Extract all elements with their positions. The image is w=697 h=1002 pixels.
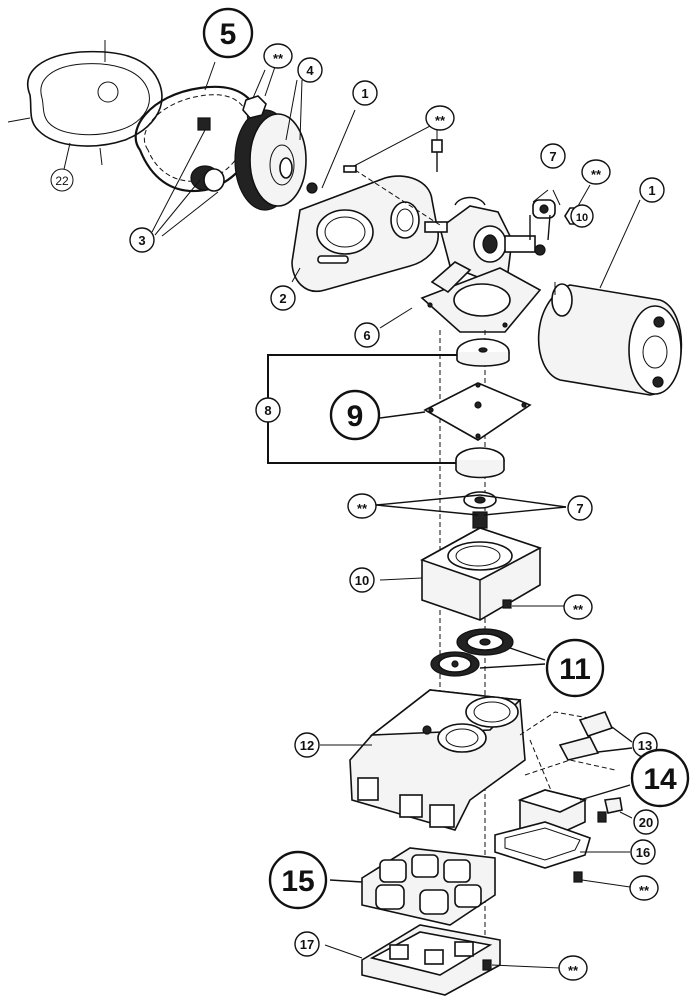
svg-text:7: 7 [576,501,583,516]
belt-cover-part-22 [7,40,163,179]
svg-text:1: 1 [361,86,368,101]
mounting-flange-part-6 [379,261,542,333]
callout-10-nut: 10 [570,204,594,228]
small-pulley-part-3 [151,117,225,237]
svg-text:12: 12 [300,738,314,753]
gasket-part-16 [494,821,630,883]
star-marker: ** [347,493,377,519]
svg-text:**: ** [435,113,446,128]
callout-2: 2 [270,285,296,311]
hose-fittings-part-13 [519,711,633,776]
callout-1-top: 1 [352,80,378,106]
gear-pulley-part-4 [234,69,307,211]
callout-6: 6 [354,322,380,348]
star-marker: ** [425,105,455,131]
svg-text:**: ** [591,167,602,182]
svg-text:22: 22 [55,174,69,188]
gear-head-housing [424,196,536,279]
svg-text:6: 6 [363,328,370,343]
valve-housing-part-10 [379,527,543,621]
callout-7-top: 7 [540,143,566,169]
svg-text:**: ** [639,883,650,898]
diaphragm-plate-part-9 [379,382,532,441]
callout-12: 12 [294,732,320,758]
star-marker: ** [263,43,293,69]
svg-text:16: 16 [636,845,650,860]
svg-text:8: 8 [264,403,271,418]
svg-text:11: 11 [559,653,591,686]
svg-text:10: 10 [355,573,369,588]
valve-discs-part-11 [430,628,546,677]
callout-3: 3 [129,227,155,253]
valve-block-part-15 [329,847,496,926]
housing-plate-part-2 [291,109,439,293]
svg-text:2: 2 [279,291,286,306]
callout-1-motor: 1 [639,177,665,203]
callout-9: 9 [329,389,381,441]
callout-5: 5 [202,7,254,59]
star-markers: ** ** ** ** ** ** ** [263,43,659,981]
star-marker: ** [558,955,588,981]
svg-text:17: 17 [300,937,314,952]
svg-text:13: 13 [638,738,652,753]
svg-text:20: 20 [639,815,653,830]
star-marker: ** [563,594,593,620]
callout-4: 4 [297,57,323,83]
callout-14: 14 [630,748,690,808]
callout-8: 8 [255,397,281,423]
callout-10: 10 [349,567,375,593]
svg-text:10: 10 [576,212,588,224]
svg-text:7: 7 [549,149,556,164]
svg-text:14: 14 [643,763,677,796]
svg-text:4: 4 [306,63,314,78]
svg-text:3: 3 [138,233,145,248]
valve-cover-part-14 [517,784,633,839]
callout-17: 17 [294,931,320,957]
base-plate-part-17 [324,924,501,996]
callout-20: 20 [633,809,659,835]
bolt-top [343,124,443,173]
svg-text:**: ** [568,963,579,978]
callout-22: 22 [50,168,74,192]
svg-text:15: 15 [281,865,314,898]
svg-text:5: 5 [220,18,237,51]
star-marker: ** [581,159,611,185]
svg-text:**: ** [357,501,368,516]
callout-11: 11 [545,638,605,698]
electric-motor-part-1 [537,199,683,396]
callout-15: 15 [268,850,328,910]
callout-16: 16 [630,839,656,865]
star-marker: ** [629,875,659,901]
washer-screw-part-7-middle [375,491,567,529]
svg-text:1: 1 [648,183,655,198]
svg-text:9: 9 [347,400,364,433]
svg-text:**: ** [273,51,284,66]
callout-7-middle: 7 [567,495,593,521]
svg-text:**: ** [573,602,584,617]
pump-body-part-12 [320,689,526,831]
